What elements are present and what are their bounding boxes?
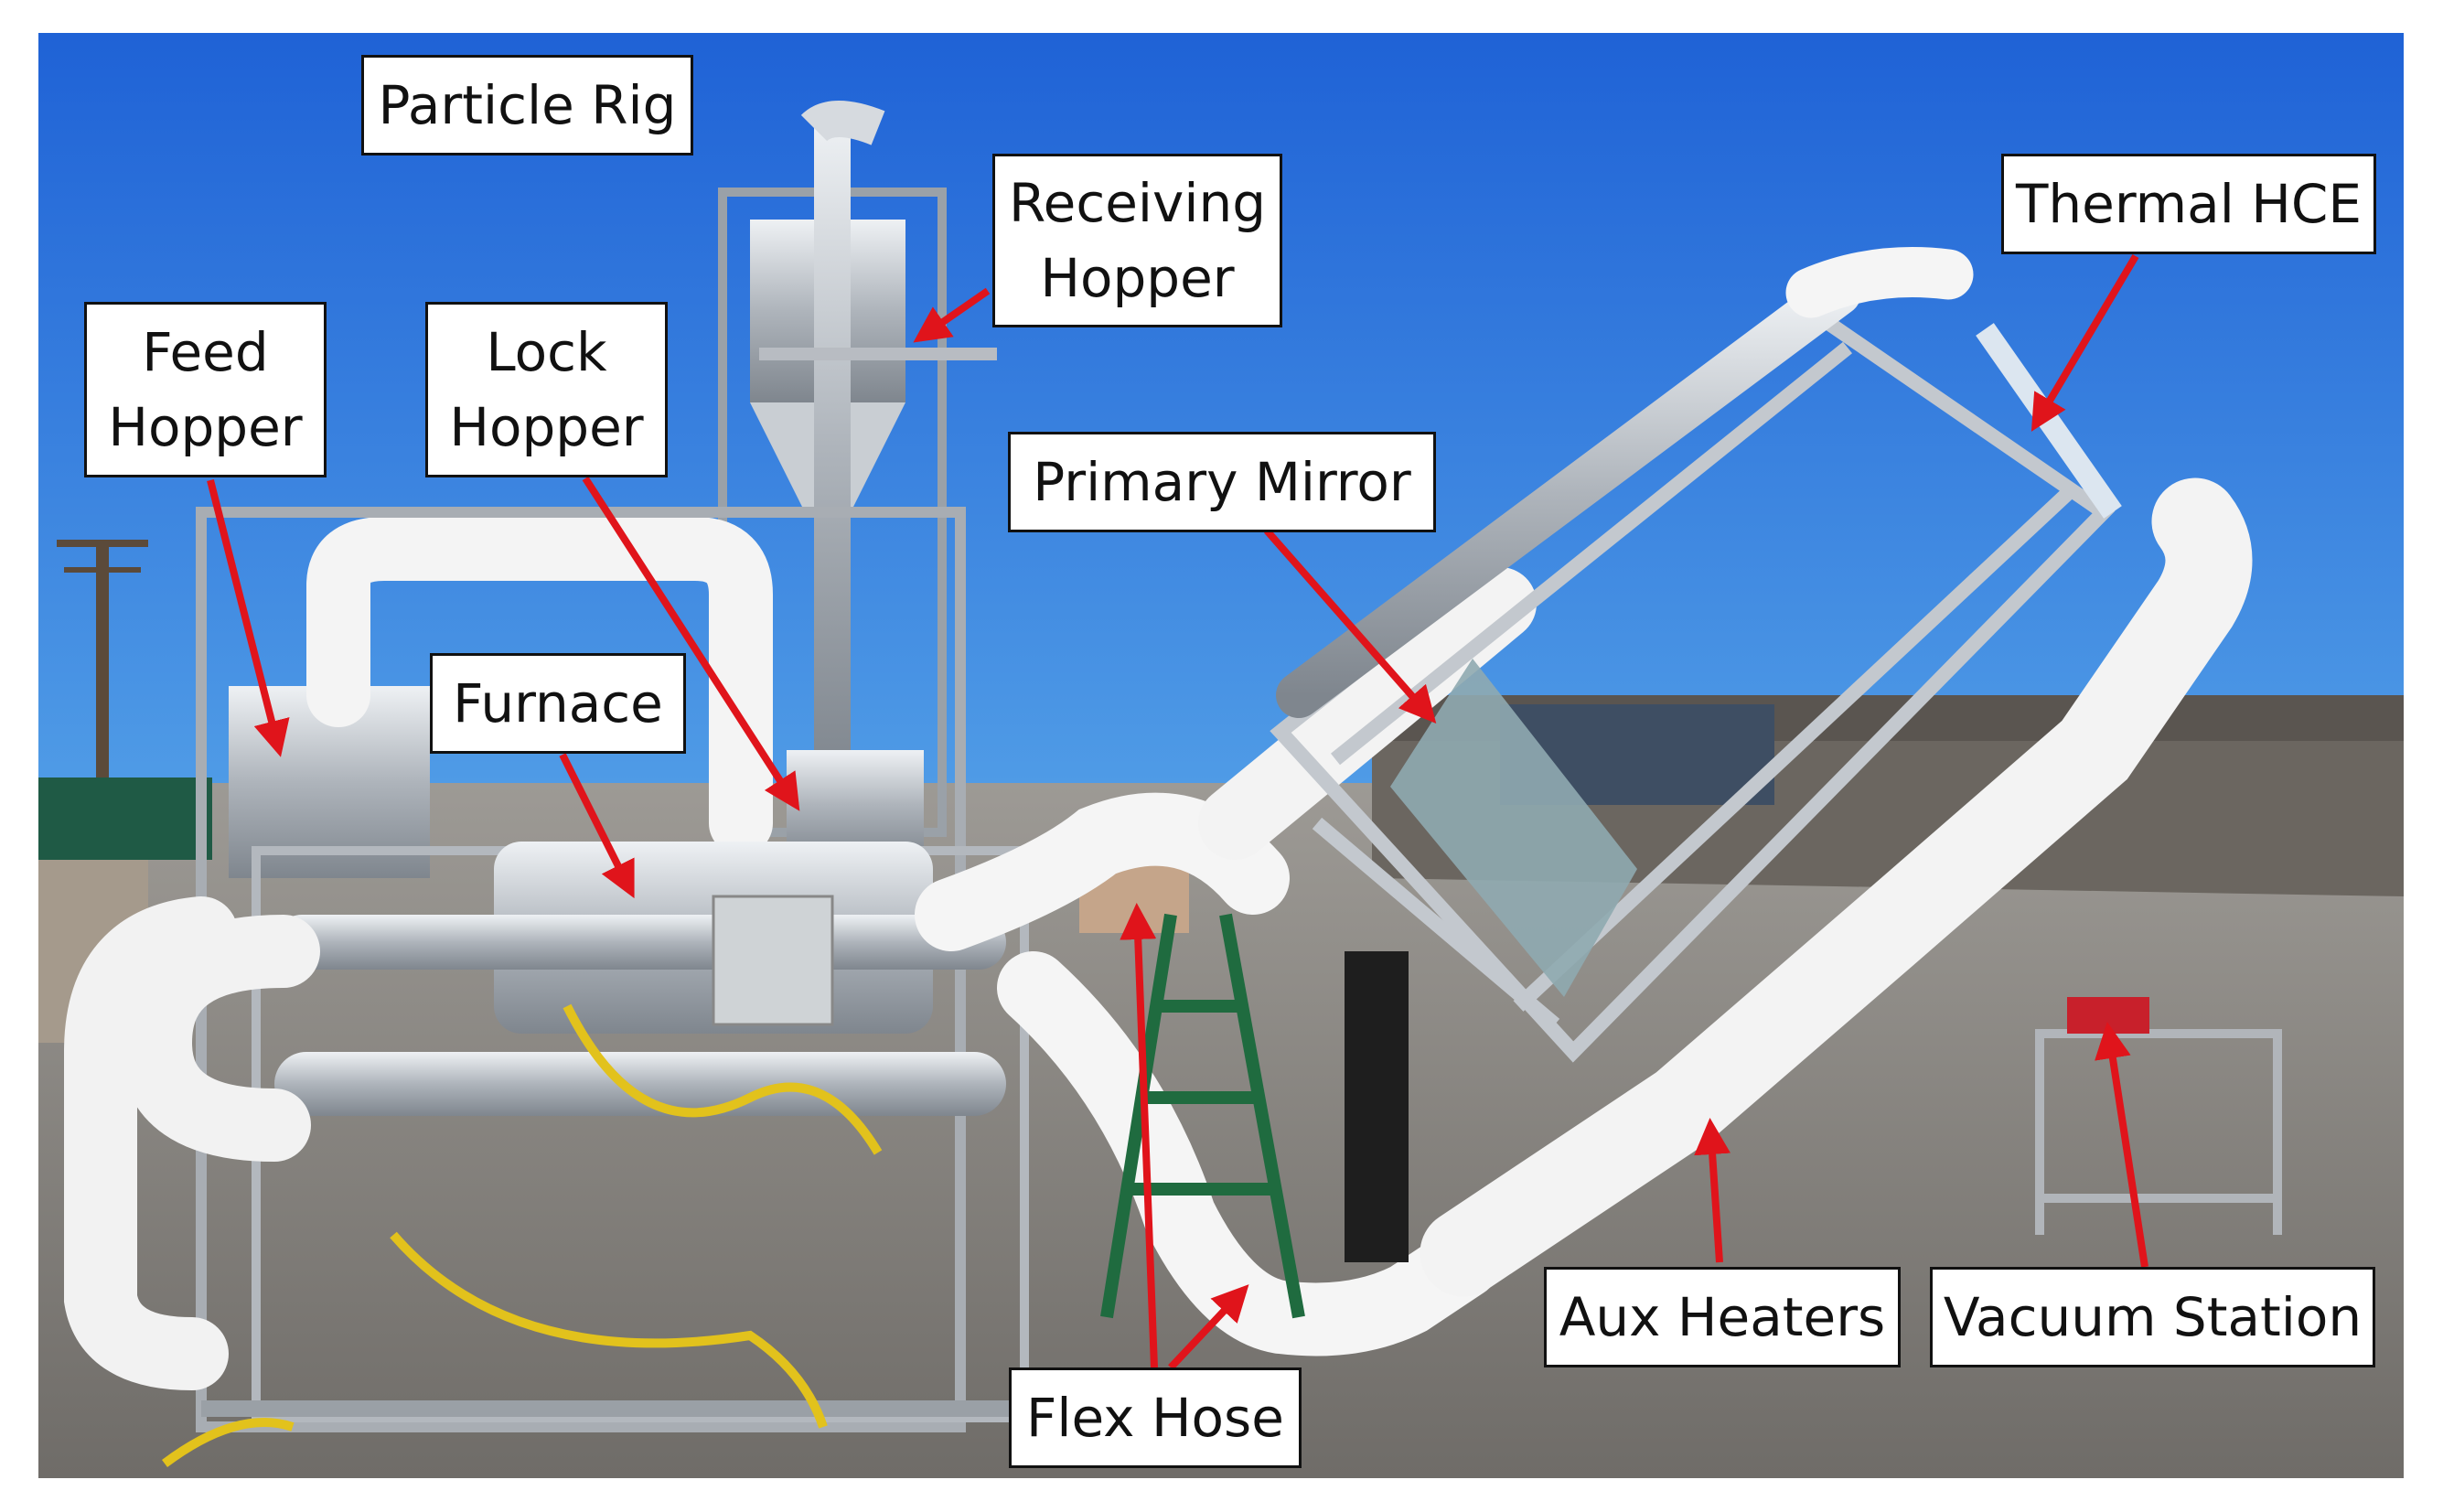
label-primary-mirror: Primary Mirror	[1008, 432, 1436, 532]
arrow-lock-hopper	[582, 476, 800, 811]
u-pipe	[64, 896, 320, 1390]
tarp	[38, 777, 212, 860]
label-vacuum-station: Vacuum Station	[1930, 1267, 2375, 1367]
label-receiving-hopper: Receiving Hopper	[992, 154, 1282, 327]
overhead-pipe	[306, 517, 773, 855]
label-particle-rig: Particle Rig	[361, 55, 693, 155]
label-aux-heaters: Aux Heaters	[1544, 1267, 1901, 1367]
pedestal	[1345, 951, 1409, 1262]
arrow-receiving-hopper	[913, 287, 991, 343]
arrow-vacuum-station	[2095, 1022, 2148, 1268]
arrow-thermal-hce	[2030, 253, 2139, 432]
arrow-flex-hose-1	[1120, 903, 1158, 1368]
arrow-primary-mirror	[1263, 528, 1437, 724]
label-furnace: Furnace	[430, 653, 686, 754]
arrow-aux-heaters	[1694, 1118, 1731, 1263]
top-tube	[1276, 270, 1861, 718]
arrows	[207, 253, 2148, 1370]
control-box	[712, 895, 834, 1026]
label-thermal-hce: Thermal HCE	[2001, 154, 2376, 254]
utility-pole	[96, 540, 109, 777]
mirror	[1390, 659, 1637, 997]
arrow-feed-hopper	[207, 479, 290, 757]
arrow-furnace	[559, 753, 635, 899]
label-lock-hopper: Lock Hopper	[425, 302, 668, 477]
aux-heater-pipe	[1420, 477, 2253, 1297]
arrow-flex-hose-2	[1168, 1284, 1249, 1370]
ladder	[1100, 913, 1305, 1319]
label-feed-hopper: Feed Hopper	[84, 302, 327, 477]
label-flex-hose: Flex Hose	[1009, 1367, 1302, 1468]
vacuum-cart	[2035, 1029, 2282, 1235]
